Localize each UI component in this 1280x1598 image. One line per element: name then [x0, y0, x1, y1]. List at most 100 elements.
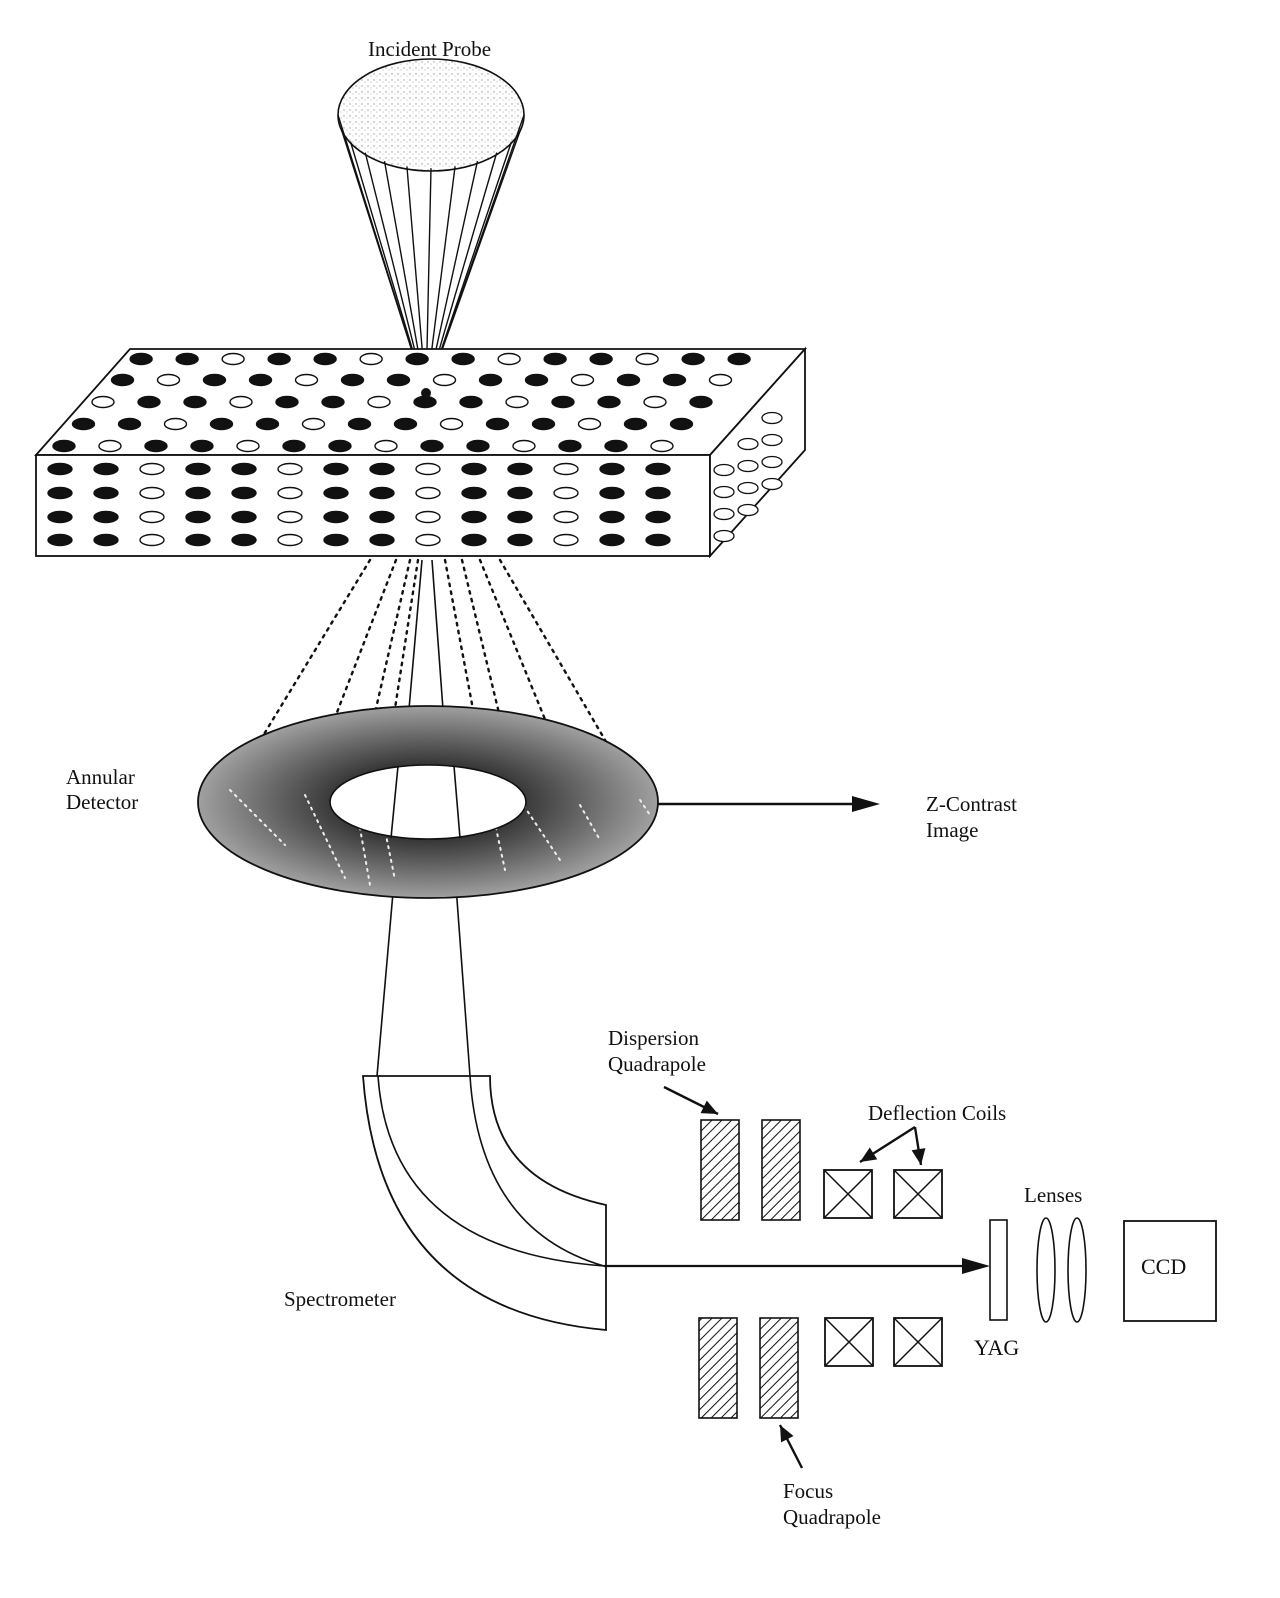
atom-heavy	[599, 533, 625, 547]
dispersion-quadrapole-label-line1: Dispersion	[608, 1026, 699, 1050]
incident-probe-cone	[337, 58, 525, 396]
atom-light	[497, 352, 521, 366]
atom-heavy	[137, 395, 161, 409]
atom-heavy	[420, 439, 444, 453]
atom-heavy	[461, 510, 487, 524]
atom-light	[737, 481, 759, 495]
atom-light	[432, 373, 457, 387]
atom-light	[505, 395, 529, 409]
atom-heavy	[507, 462, 533, 476]
atom-light	[570, 373, 595, 387]
energy-filter-optics	[663, 1085, 1217, 1469]
focus-quadrapole	[698, 1317, 738, 1419]
atom-light	[277, 462, 303, 476]
deflection-coil-cross	[893, 1169, 943, 1219]
atom-heavy	[321, 395, 345, 409]
atom-heavy	[599, 462, 625, 476]
atom-light	[512, 439, 536, 453]
atom-heavy	[524, 373, 549, 387]
yag-screen	[989, 1219, 1008, 1321]
scattered-ray	[379, 804, 396, 881]
atom-heavy	[347, 417, 372, 431]
atom-heavy	[599, 510, 625, 524]
atom-heavy	[93, 510, 119, 524]
spectrometer-beam-path	[377, 1075, 605, 1267]
atom-heavy	[531, 417, 556, 431]
atom-heavy	[209, 417, 234, 431]
dispersion-quadrapole-label-line2: Quadrapole	[608, 1052, 706, 1076]
atom-light	[737, 503, 759, 517]
slab-side-face	[709, 346, 806, 559]
atom-light	[553, 486, 579, 500]
atom-light	[229, 395, 253, 409]
dispersion-quadrapole	[700, 1119, 740, 1221]
ccd-label: CCD	[1141, 1254, 1187, 1279]
atom-heavy	[662, 373, 687, 387]
lenses-label: Lenses	[1024, 1183, 1083, 1207]
atom-light	[236, 439, 260, 453]
atom-light	[277, 510, 303, 524]
atom-heavy	[393, 417, 418, 431]
arrow-head	[852, 796, 880, 812]
atom-heavy	[405, 352, 429, 366]
lens	[1067, 1217, 1087, 1323]
atom-heavy	[323, 462, 349, 476]
atom-heavy	[466, 439, 490, 453]
atom-heavy	[386, 373, 411, 387]
atom-heavy	[231, 462, 257, 476]
atom-heavy	[248, 373, 273, 387]
arrow-head	[860, 1147, 878, 1162]
z-contrast-label-line2: Image	[926, 818, 979, 842]
atom-heavy	[369, 486, 395, 500]
atom-heavy	[185, 533, 211, 547]
atom-light	[367, 395, 391, 409]
scattered-ray	[519, 799, 561, 861]
atom-light	[713, 529, 735, 543]
atom-heavy	[47, 462, 73, 476]
atom-heavy	[689, 395, 713, 409]
atom-heavy	[507, 486, 533, 500]
atom-heavy	[507, 510, 533, 524]
atom-light	[708, 373, 733, 387]
atom-light	[553, 510, 579, 524]
atom-heavy	[47, 510, 73, 524]
annular-detector	[197, 705, 659, 899]
atom-heavy	[52, 439, 76, 453]
focus-quadrapole	[759, 1317, 799, 1419]
atom-heavy	[589, 352, 613, 366]
atom-light	[553, 533, 579, 547]
atom-light	[415, 533, 441, 547]
atom-heavy	[507, 533, 533, 547]
atom-heavy	[275, 395, 299, 409]
deflection-coils-label: Deflection Coils	[868, 1101, 1007, 1125]
scattered-ray	[229, 789, 286, 846]
scattered-ray	[378, 558, 420, 807]
atom-light	[277, 533, 303, 547]
atom-light	[98, 439, 122, 453]
arrow-head	[911, 1148, 926, 1165]
atom-heavy	[231, 486, 257, 500]
deflection-coil-cross	[823, 1169, 873, 1219]
atom-heavy	[645, 510, 671, 524]
atom-heavy	[47, 533, 73, 547]
scattered-ray	[579, 804, 601, 841]
atom-heavy	[255, 417, 280, 431]
atom-heavy	[190, 439, 214, 453]
atom-light	[761, 455, 783, 469]
dispersion-quadrapole	[761, 1119, 801, 1221]
atom-light	[439, 417, 464, 431]
atom-heavy	[451, 352, 475, 366]
atom-light	[713, 507, 735, 521]
atom-heavy	[175, 352, 199, 366]
atom-heavy	[369, 510, 395, 524]
atom-heavy	[604, 439, 628, 453]
atom-heavy	[616, 373, 641, 387]
atom-heavy	[129, 352, 153, 366]
atom-light	[553, 462, 579, 476]
arrow-head	[962, 1258, 990, 1274]
arrow-head	[700, 1100, 718, 1114]
atom-light	[374, 439, 398, 453]
atom-heavy	[185, 510, 211, 524]
